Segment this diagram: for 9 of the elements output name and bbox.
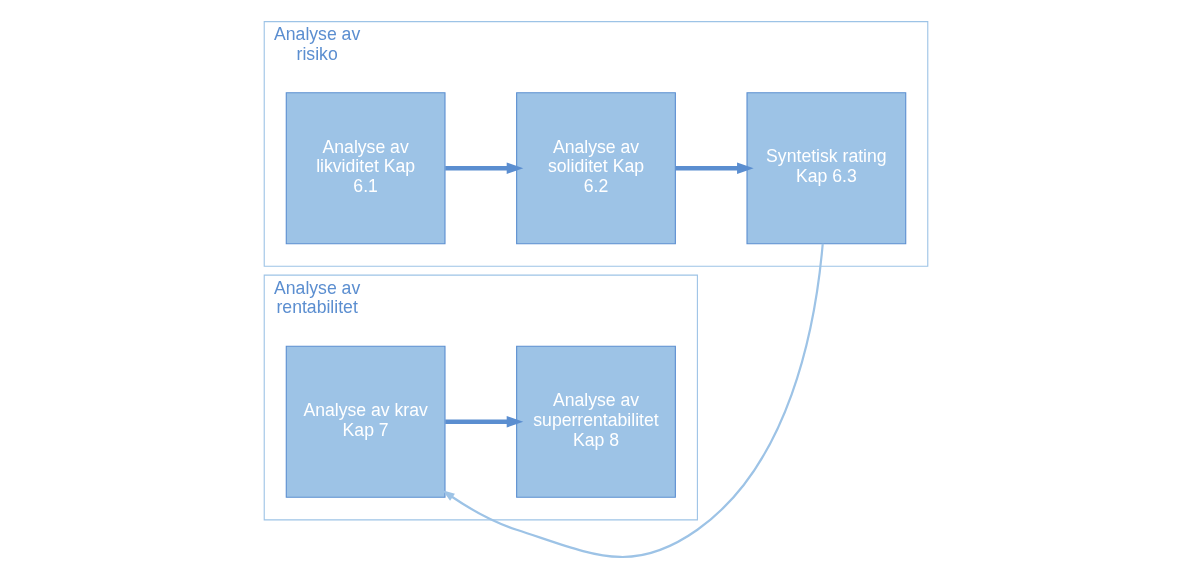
arrow bbox=[442, 243, 824, 559]
node-box: Analyse av likviditet Kap 6.1 bbox=[285, 92, 446, 245]
node-box: Analyse av soliditet Kap 6.2 bbox=[516, 92, 676, 245]
node-box: Syntetisk rating Kap 6.3 bbox=[746, 92, 907, 245]
arrow bbox=[675, 162, 754, 175]
node-box: Analyse av krav Kap 7 bbox=[285, 345, 446, 498]
arrow bbox=[445, 415, 524, 428]
arrow bbox=[445, 162, 524, 175]
node-box: Analyse av superrentabilitet Kap 8 bbox=[516, 345, 676, 498]
